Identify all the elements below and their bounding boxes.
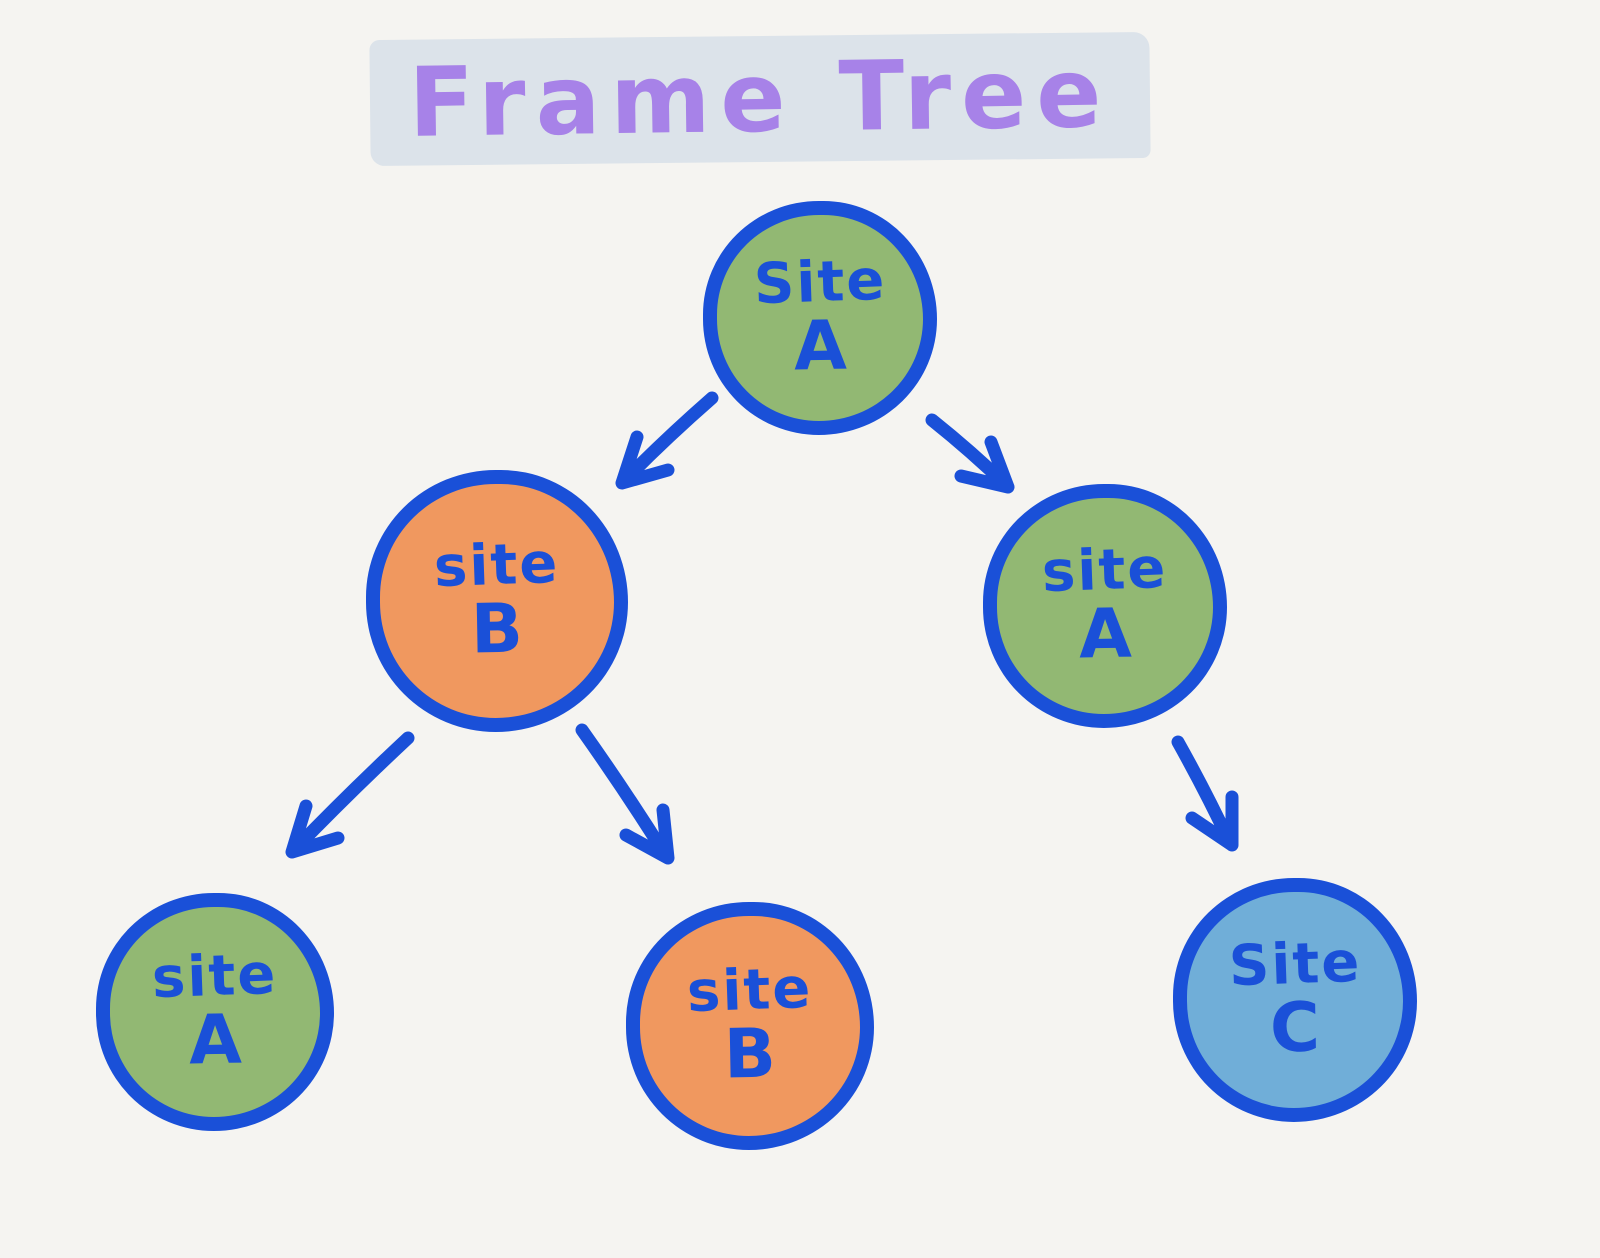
node-mid-site-a-label: site — [1041, 535, 1169, 606]
node-mid-site-b-letter: B — [470, 589, 524, 670]
node-mid-site-a-letter: A — [1077, 594, 1132, 675]
arrow-site-a-to-site-c — [1171, 735, 1239, 852]
node-leaf-site-a-letter: A — [187, 1000, 242, 1081]
node-leaf-site-b: site B — [626, 902, 874, 1150]
node-root-site-a-letter: A — [792, 306, 847, 387]
node-mid-site-a: site A — [983, 484, 1227, 728]
node-mid-site-b: site B — [366, 470, 628, 732]
node-leaf-site-b-letter: B — [723, 1014, 777, 1095]
node-mid-site-b-label: site — [433, 530, 561, 601]
node-leaf-site-b-label: site — [686, 955, 814, 1026]
node-leaf-site-c: Site C — [1173, 878, 1417, 1122]
node-leaf-site-c-letter: C — [1269, 988, 1321, 1069]
arrow-root-to-site-b — [615, 391, 719, 490]
arrow-site-b-to-leaf-a — [285, 731, 415, 859]
node-root-site-a-label: Site — [752, 247, 888, 318]
node-leaf-site-c-label: Site — [1227, 929, 1363, 1000]
diagram-title-block: Frame Tree — [360, 28, 1160, 168]
node-root-site-a: Site A — [703, 201, 937, 435]
node-leaf-site-a: site A — [96, 893, 334, 1131]
diagram-title: Frame Tree — [407, 37, 1113, 159]
node-leaf-site-a-label: site — [151, 941, 279, 1012]
arrow-site-b-to-leaf-b — [575, 723, 675, 865]
arrow-root-to-site-a — [925, 413, 1015, 494]
